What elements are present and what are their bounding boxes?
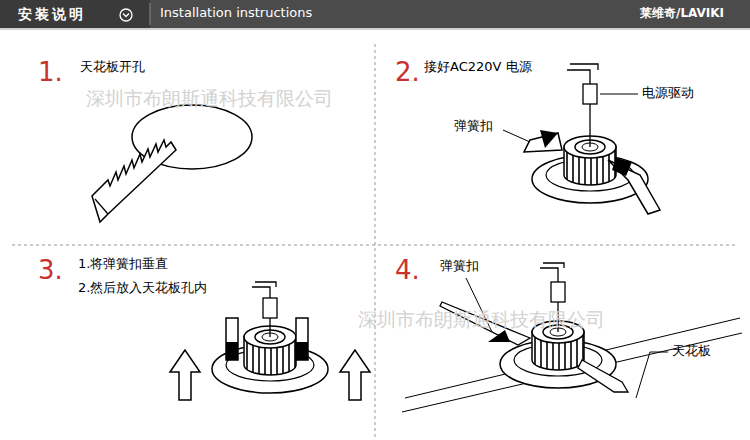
step-text: 1.将弹簧扣垂直 bbox=[78, 257, 168, 272]
step-text: 接好AC220V 电源 bbox=[424, 60, 532, 75]
up-arrow bbox=[340, 350, 370, 400]
lamp bbox=[212, 282, 328, 393]
part-label: 弹簧扣 bbox=[454, 119, 493, 134]
ceiling bbox=[402, 318, 742, 412]
power-driver bbox=[583, 84, 597, 104]
divider bbox=[12, 245, 738, 246]
step-number: 2. bbox=[395, 58, 420, 88]
step-number: 1. bbox=[38, 58, 63, 88]
down-icon bbox=[120, 9, 132, 21]
title: 安装说明 bbox=[18, 6, 86, 22]
brand: 莱维奇/LAVIKI bbox=[640, 7, 724, 21]
part-label: 弹簧扣 bbox=[440, 259, 479, 274]
part-label: 电源驱动 bbox=[642, 86, 694, 101]
step-number: 4. bbox=[395, 256, 420, 286]
divider bbox=[375, 44, 376, 440]
header-subtitle: Installation instructions bbox=[160, 6, 312, 21]
saw bbox=[92, 140, 176, 222]
header-bar bbox=[0, 0, 750, 28]
header-tab bbox=[0, 0, 150, 28]
up-arrow bbox=[170, 350, 200, 400]
leader-line bbox=[600, 94, 638, 95]
part-label: 天花板 bbox=[672, 344, 711, 359]
leader-line bbox=[636, 352, 668, 398]
step-text: 天花板开孔 bbox=[80, 60, 145, 75]
step-text: 2.然后放入天花板孔内 bbox=[78, 281, 207, 296]
watermark: 深圳市布朗斯通科技有限公司 bbox=[358, 309, 605, 331]
lamp bbox=[524, 64, 660, 214]
leader-line bbox=[503, 130, 530, 142]
step-number: 3. bbox=[38, 256, 63, 286]
watermark: 深圳市布朗斯通科技有限公司 bbox=[86, 88, 333, 110]
